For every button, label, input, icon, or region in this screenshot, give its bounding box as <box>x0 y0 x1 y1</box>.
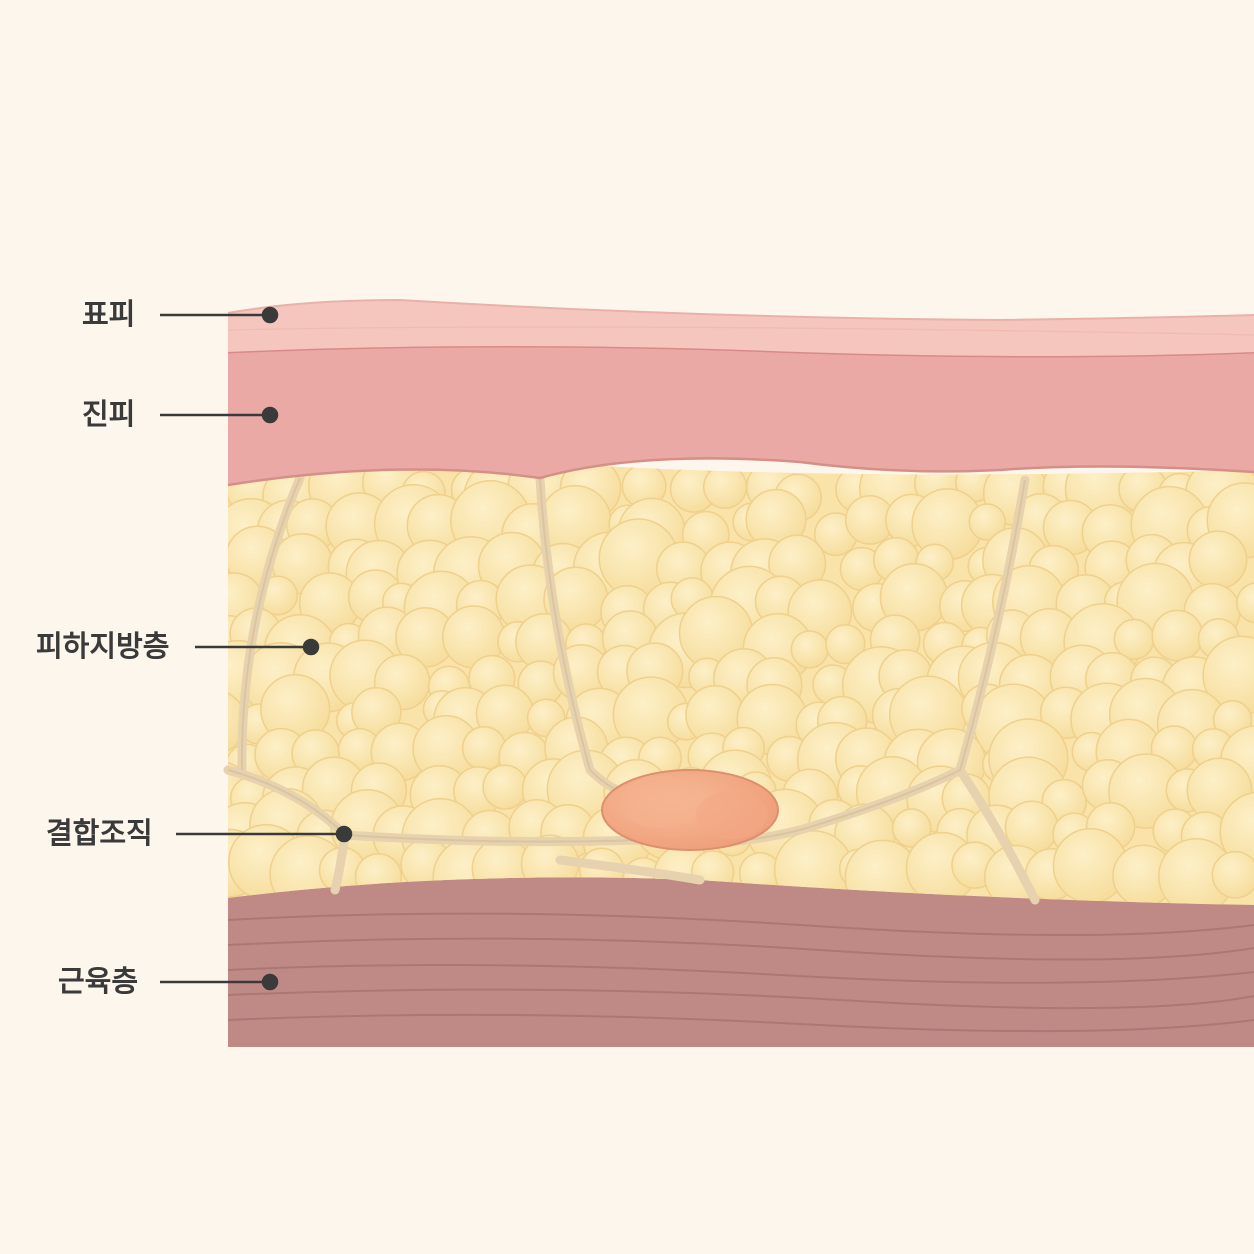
fat-cell <box>1113 618 1155 660</box>
label-epidermis: 표피 <box>82 297 136 331</box>
fat-cell <box>1188 530 1248 590</box>
fat-cell <box>1211 850 1254 899</box>
label-muscle: 근육층 <box>58 964 139 998</box>
fat-cell <box>1151 609 1204 662</box>
fat-cell <box>891 808 932 848</box>
lipoma-nodule <box>601 769 779 851</box>
label-leaders <box>160 306 353 991</box>
label-dermis: 진피 <box>82 397 136 431</box>
fat-cell <box>1236 582 1254 624</box>
muscle-fibers <box>227 912 1254 1033</box>
fat-cell <box>228 535 233 582</box>
fat-cell <box>968 503 1007 541</box>
dermis-layer <box>228 346 1254 485</box>
fat-cells <box>228 464 1254 905</box>
fat-cell <box>228 689 247 755</box>
label-connective-tissue: 결합조직 <box>46 816 153 850</box>
fat-cell <box>1219 791 1254 872</box>
fat-cell <box>825 623 866 665</box>
fat-cell <box>702 464 748 510</box>
fat-cell <box>790 630 829 669</box>
muscle-layer <box>228 875 1254 1047</box>
fat-cell <box>482 764 528 810</box>
label-subcutaneous-fat: 피하지방층 <box>36 629 170 663</box>
